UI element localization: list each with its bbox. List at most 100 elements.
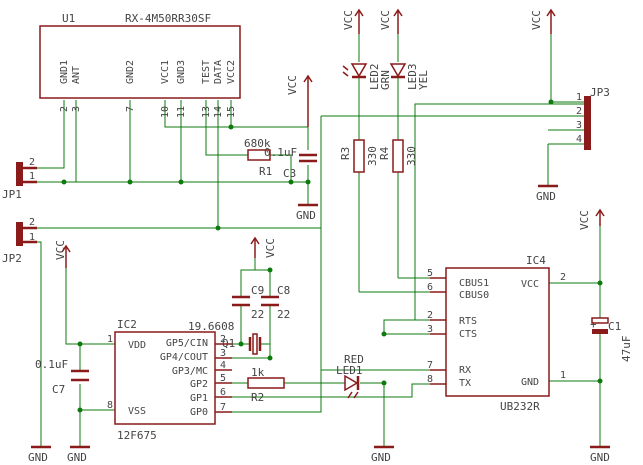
gnd-symbol-jp2: GND	[28, 445, 51, 464]
r3-resistor: R3 330	[339, 139, 379, 173]
ic2-pin-5-number: 5	[220, 373, 226, 384]
c1-value: 47uF	[620, 336, 633, 363]
ic2-pin-gp1-label: GP1	[190, 393, 208, 404]
r1-name: R1	[259, 165, 272, 178]
u1-pin-gnd3-label: GND3	[176, 60, 187, 84]
gnd-label-jp3: GND	[536, 190, 556, 203]
ic4-pin-2-number: 2	[427, 310, 433, 321]
ic2-pin-gp4-label: GP4/COUT	[160, 352, 208, 363]
r2-resistor: 1k R2	[247, 366, 285, 404]
ic4-pin-gnd-number: 1	[560, 370, 566, 381]
jp2-name: JP2	[2, 252, 22, 265]
ic4-name: IC4	[526, 254, 546, 267]
vcc-label-ic2: VCC	[54, 240, 67, 260]
ic2-pin-6-number: 6	[220, 387, 226, 398]
led2-value: GRN	[379, 70, 392, 90]
ic2-pin-gp3-label: GP3/MC	[172, 366, 208, 377]
ic4-pin-gnd-label: GND	[521, 377, 539, 388]
r2-name: R2	[251, 391, 264, 404]
jp3-connector: 1 2 3 4 JP3	[576, 86, 610, 150]
ic4-pin-5-number: 5	[427, 268, 433, 279]
jp3-pin-3: 3	[576, 120, 582, 131]
gnd-symbol-c3: GND	[296, 203, 318, 222]
vcc-symbol-ic2: VCC	[54, 240, 71, 268]
ic2-pin-vss-label: VSS	[128, 406, 146, 417]
wires	[37, 34, 601, 447]
junctions	[61, 99, 603, 413]
ic2-value: 12F675	[117, 429, 157, 442]
q1-value: 19.6608	[188, 320, 234, 333]
led3-value: YEL	[417, 70, 430, 90]
gnd-label-jp2: GND	[28, 451, 48, 464]
ic4-pin-cts-label: CTS	[459, 329, 477, 340]
jp2-connector: 2 1 JP2	[2, 217, 37, 265]
c7-value: 0.1uF	[35, 358, 68, 371]
c7-name: C7	[52, 383, 65, 396]
u1-pin-7-number: 7	[125, 106, 136, 112]
jp3-name: JP3	[590, 86, 610, 99]
r4-name: R4	[378, 146, 391, 160]
r4-value: 330	[405, 146, 418, 166]
c9-value: 22	[251, 308, 264, 321]
u1-pin-gnd2-label: GND2	[125, 60, 136, 84]
ic4-pin-cbus0-label: CBUS0	[459, 290, 489, 301]
u1-pin-10-number: 10	[160, 106, 171, 118]
ic4-pin-rts-label: RTS	[459, 316, 477, 327]
vcc-symbol-c3: VCC	[286, 74, 313, 127]
c8-capacitor: C8 22	[261, 284, 290, 321]
u1-pin-data-label: DATA	[213, 60, 224, 84]
led3-diode: LED3 YEL	[389, 63, 430, 91]
u1-pin-15-number: 15	[226, 106, 237, 118]
jp1-connector: 2 1 JP1	[2, 157, 37, 201]
ic2-pin-7-number: 7	[220, 402, 226, 413]
u1-pin-3-number: 3	[71, 106, 82, 112]
led1-value: RED	[344, 353, 364, 366]
gnd-label-ic4: GND	[590, 451, 610, 464]
vcc-label-led3: VCC	[379, 10, 392, 30]
c8-value: 22	[277, 308, 290, 321]
ic4-pin-6-number: 6	[427, 282, 433, 293]
vcc-label-c3: VCC	[286, 75, 299, 95]
u1-pin-gnd1-label: GND1	[59, 60, 70, 84]
c7-capacitor: 0.1uF C7	[35, 358, 89, 396]
gnd-label-c7: GND	[67, 451, 87, 464]
jp1-name: JP1	[2, 188, 22, 201]
ic2-pin-vdd-label: VDD	[128, 340, 146, 351]
ic2-name: IC2	[117, 318, 137, 331]
vcc-symbol-crystal: VCC	[250, 236, 277, 258]
c3-capacitor: C3 0.1uF	[264, 146, 317, 180]
r3-name: R3	[339, 147, 352, 160]
jp3-pin-2: 2	[576, 106, 582, 117]
vcc-symbol-jp3: VCC	[530, 8, 556, 34]
jp3-pin-1: 1	[576, 92, 582, 103]
c9-capacitor: C9 22	[232, 284, 264, 321]
u1-name: U1	[62, 12, 75, 25]
u1-pin-test-label: TEST	[201, 60, 212, 84]
vcc-symbol-led2: VCC	[342, 8, 364, 34]
c8-name: C8	[277, 284, 290, 297]
ic4-pin-3-number: 3	[427, 324, 433, 335]
ic2-pin-gp0-label: GP0	[190, 407, 208, 418]
gnd-symbol-c7: GND	[67, 445, 90, 464]
gnd-symbol-led1: GND	[371, 445, 394, 464]
u1-pin-14-number: 14	[213, 106, 224, 118]
q1-crystal: 19.6608 Q1	[188, 320, 262, 355]
u1-pin-ant-label: ANT	[71, 66, 82, 84]
ic4-pin-vcc-label: VCC	[521, 279, 539, 290]
vcc-label-crystal: VCC	[264, 238, 277, 258]
u1-pin-2-number: 2	[59, 106, 70, 112]
jp1-pin-1: 1	[29, 171, 35, 182]
c1-polarity-plus: +	[590, 318, 597, 331]
ic4-pin-7-number: 7	[427, 360, 433, 371]
r1-value: 680k	[244, 137, 271, 150]
r1-resistor: R1 680k	[244, 137, 272, 178]
r4-resistor: R4 330	[378, 139, 418, 173]
u1-value: RX-4M50RR30SF	[125, 12, 211, 25]
ic4-pin-rx-label: RX	[459, 365, 471, 376]
u1-pin-11-number: 11	[176, 106, 187, 118]
led3-name: LED3	[406, 64, 419, 91]
u1-receiver-module: U1 RX-4M50RR30SF GND1 ANT GND2 VCC1 GND3…	[39, 12, 241, 118]
vcc-label-ic4: VCC	[578, 210, 591, 230]
u1-pin-vcc2-label: VCC2	[226, 60, 237, 84]
c3-value: 0.1uF	[264, 146, 297, 159]
